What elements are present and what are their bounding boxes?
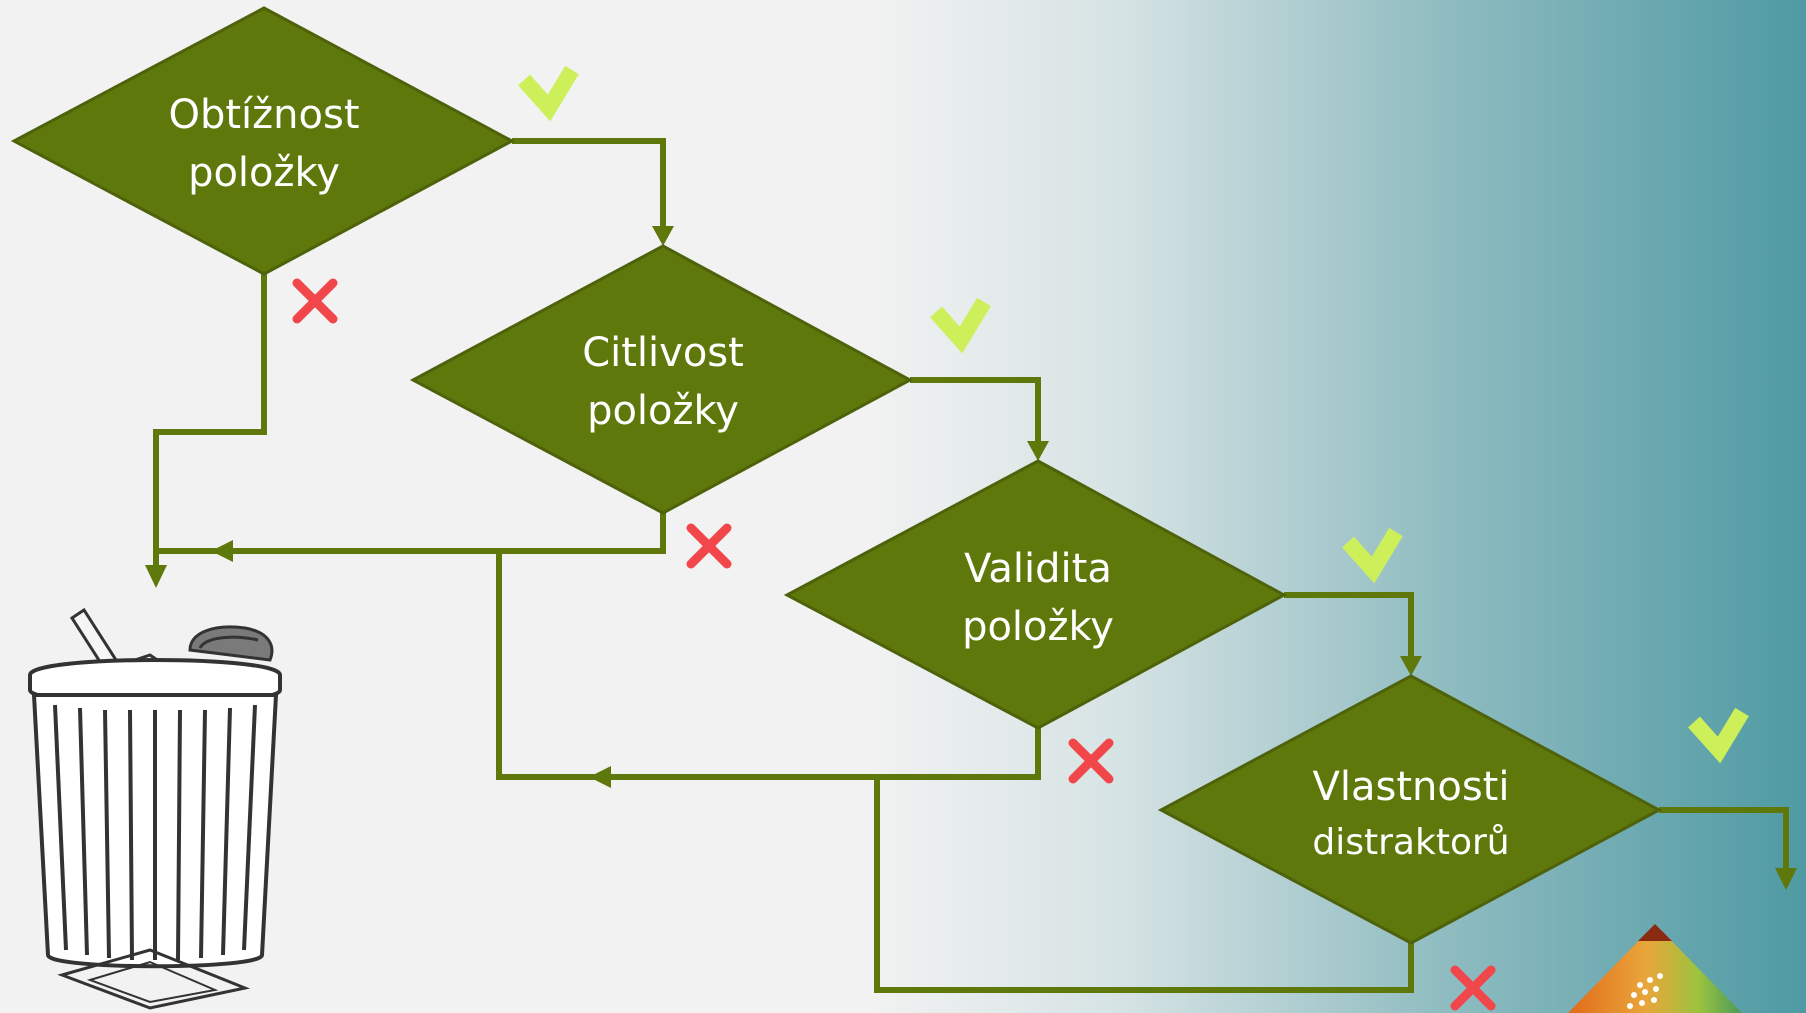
reject-connectors [153,272,1414,993]
logo-triangle [1568,924,1742,1013]
diamond-shape [783,459,1288,730]
connector-citlivost-to-validita [910,377,1041,445]
trash-ribs [53,704,257,961]
diamond-shape [1157,674,1663,945]
cross-icon [292,278,338,324]
connector-validita-to-distraktory [1284,592,1414,660]
node-label-line2: distraktorů [1312,822,1509,863]
reject-line-citlivost [156,510,666,554]
arrowhead [1400,656,1422,676]
reject-line-distraktory [874,777,1414,993]
reject-line-validita [496,551,1041,780]
decision-node-citlivost: Citlivost položky [409,244,914,515]
decision-node-distraktory: Vlastnosti distraktorů [1157,674,1663,945]
arrowhead [652,226,674,246]
pass-marks [518,65,1749,764]
trash-base-inner [86,960,219,1004]
fail-marks [292,278,1496,1011]
node-label-line1: Validita [964,546,1112,592]
connector-distraktory-exit [1659,807,1789,870]
check-icon [1688,707,1749,764]
decision-node-validita: Validita položky [783,459,1288,730]
check-icon [1342,527,1403,584]
trash-contents [69,607,274,682]
logo-icon [1568,924,1742,1013]
node-label-line2: položky [587,388,739,434]
reject-line-obtiznost [153,272,267,567]
cross-icon [686,523,732,569]
node-label-line1: Citlivost [582,330,744,376]
decision-node-obtiznost: Obtížnost položky [10,6,516,276]
cross-icon [1068,738,1114,784]
arrowhead [1027,441,1049,461]
reject-arrowheads [145,540,611,788]
trash-base [57,948,251,1010]
arrowhead [211,540,233,562]
trash-can-icon [28,607,282,1010]
arrowhead [589,766,611,788]
success-connectors [512,138,1789,870]
check-icon [518,65,579,122]
logo-dots [1627,973,1663,1009]
check-icon [930,297,991,354]
connector-obtiznost-to-citlivost [512,138,666,230]
diamond-shape [409,244,914,515]
logo-triangle-top [1638,924,1672,941]
node-label-line1: Vlastnosti [1313,764,1510,810]
node-label-line2: položky [188,150,340,196]
arrowhead [1775,868,1797,890]
cross-icon [1450,965,1496,1011]
arrowhead [145,565,167,588]
node-label-line1: Obtížnost [168,92,359,138]
success-arrowheads [652,226,1797,890]
diamond-shape [10,6,516,276]
node-label-line2: položky [962,604,1114,650]
